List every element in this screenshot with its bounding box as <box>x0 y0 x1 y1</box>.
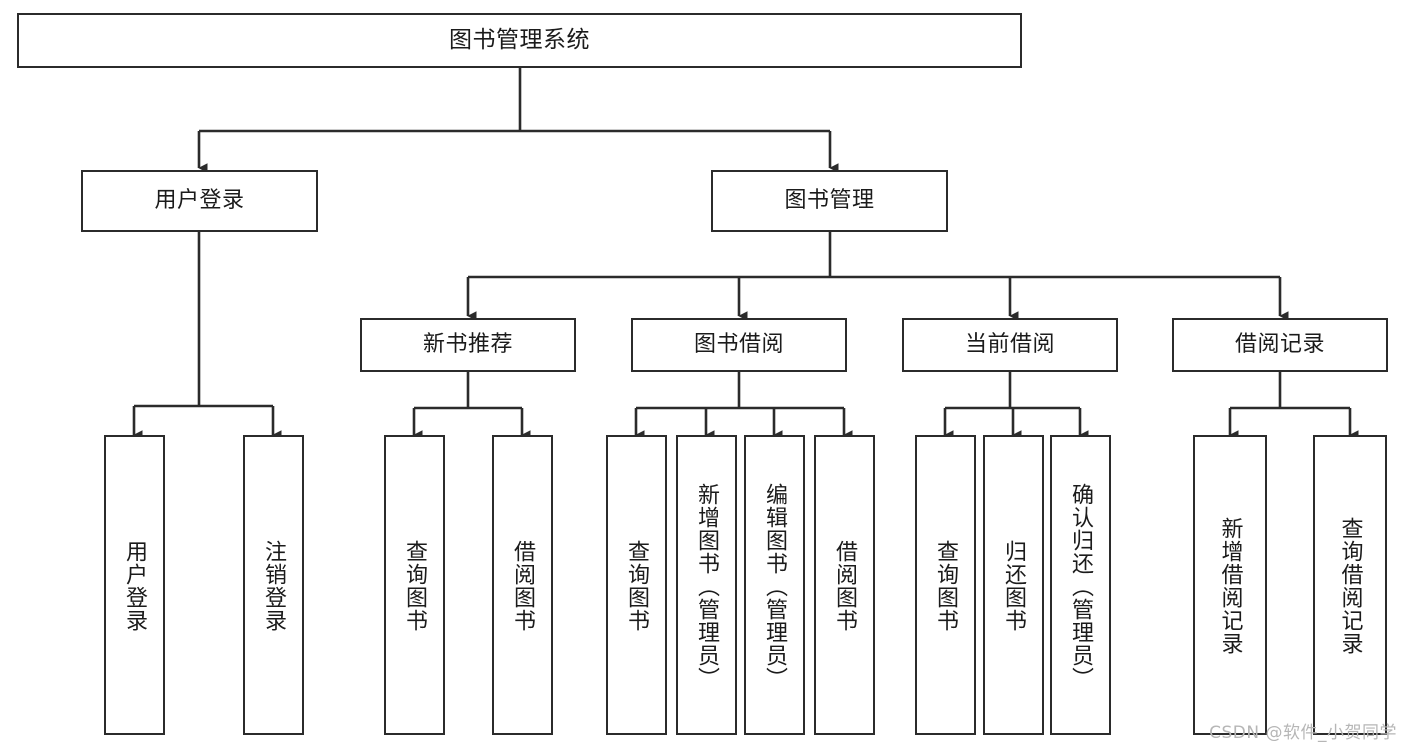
node-label: 新增借阅记录 <box>1217 517 1243 655</box>
node-label: 用户登录 <box>154 187 245 213</box>
node-book-management[interactable]: 图书管理 <box>711 170 948 232</box>
leaf-query-book-borrow[interactable]: 查询图书 <box>606 435 667 735</box>
node-label: 借阅记录 <box>1234 331 1325 357</box>
leaf-add-book-admin[interactable]: 新增图书（管理员） <box>676 435 737 735</box>
leaf-confirm-return-admin[interactable]: 确认归还（管理员） <box>1050 435 1111 735</box>
leaf-add-borrow-record[interactable]: 新增借阅记录 <box>1193 435 1267 735</box>
node-new-book-recommend[interactable]: 新书推荐 <box>360 318 576 372</box>
node-user-login[interactable]: 用户登录 <box>81 170 318 232</box>
leaf-user-login[interactable]: 用户登录 <box>104 435 165 735</box>
leaf-query-borrow-record[interactable]: 查询借阅记录 <box>1313 435 1387 735</box>
node-label: 图书管理 <box>784 187 875 213</box>
leaf-borrow-book[interactable]: 借阅图书 <box>814 435 875 735</box>
node-label: 图书管理系统 <box>449 26 590 53</box>
node-borrow-record[interactable]: 借阅记录 <box>1172 318 1388 372</box>
node-label: 编辑图书（管理员） <box>762 482 788 690</box>
node-label: 借阅图书 <box>832 540 858 632</box>
node-label: 用户登录 <box>122 540 148 632</box>
node-label: 查询图书 <box>402 540 428 632</box>
node-label: 注销登录 <box>261 540 287 632</box>
leaf-return-book[interactable]: 归还图书 <box>983 435 1044 735</box>
node-label: 归还图书 <box>1001 540 1027 632</box>
node-root-system[interactable]: 图书管理系统 <box>17 13 1022 68</box>
node-label: 图书借阅 <box>693 331 784 357</box>
node-label: 确认归还（管理员） <box>1068 482 1094 690</box>
node-book-borrow[interactable]: 图书借阅 <box>631 318 847 372</box>
leaf-query-book-new[interactable]: 查询图书 <box>384 435 445 735</box>
node-label: 查询借阅记录 <box>1337 517 1363 655</box>
node-label: 当前借阅 <box>964 331 1055 357</box>
leaf-edit-book-admin[interactable]: 编辑图书（管理员） <box>744 435 805 735</box>
node-label: 新书推荐 <box>422 331 513 357</box>
leaf-query-book-current[interactable]: 查询图书 <box>915 435 976 735</box>
node-label: 借阅图书 <box>510 540 536 632</box>
node-label: 查询图书 <box>933 540 959 632</box>
node-current-borrow[interactable]: 当前借阅 <box>902 318 1118 372</box>
node-label: 查询图书 <box>624 540 650 632</box>
leaf-logout[interactable]: 注销登录 <box>243 435 304 735</box>
node-label: 新增图书（管理员） <box>694 482 720 690</box>
leaf-borrow-book-new[interactable]: 借阅图书 <box>492 435 553 735</box>
